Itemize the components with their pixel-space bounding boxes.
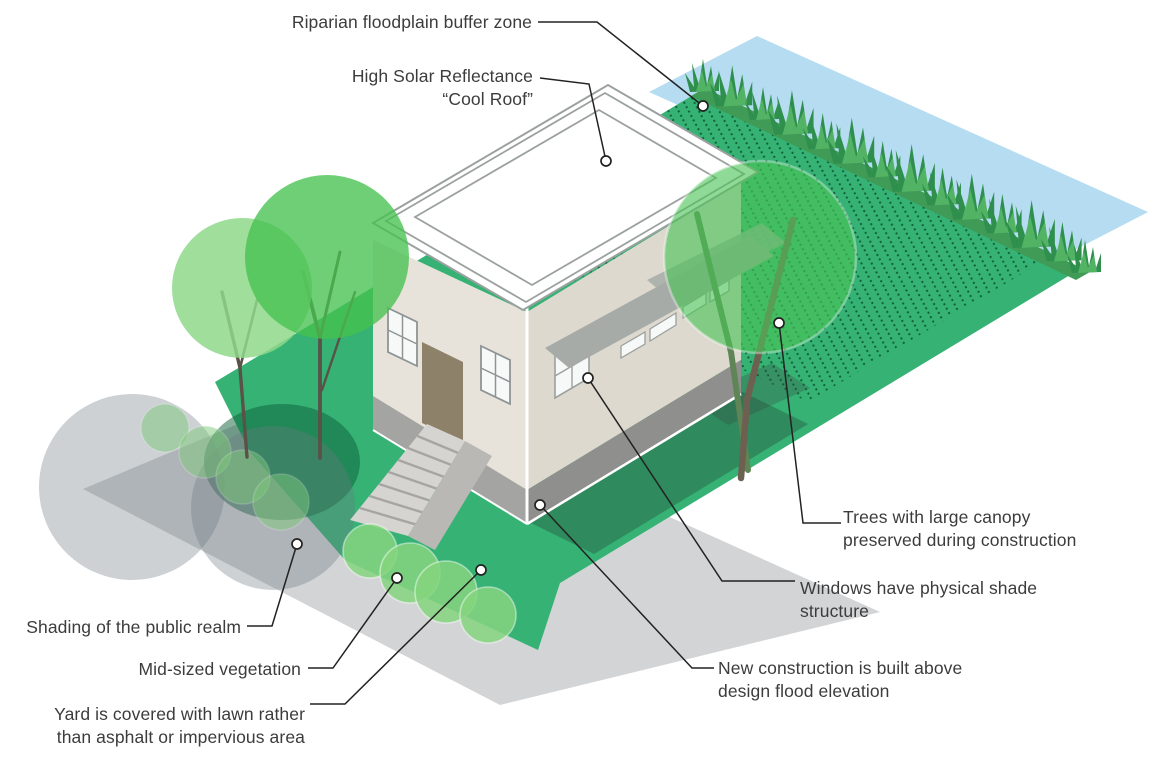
label-mid-vegetation: Mid-sized vegetation [100, 658, 301, 681]
tree-canopy-right [662, 159, 858, 355]
front-door [422, 342, 463, 443]
anchor-dot [582, 372, 594, 384]
leader-cool-roof [539, 77, 607, 162]
label-trees-preserved: Trees with large canopy preserved during… [843, 506, 1108, 552]
leader-mid-vegetation [308, 577, 398, 669]
left-bush-row [140, 403, 310, 531]
anchor-dots [291, 100, 785, 584]
label-trees-line1: Trees with large canopy [843, 507, 1031, 527]
label-window-shade: Windows have physical shade structure [800, 577, 1065, 623]
label-cool-roof-line1: High Solar Reflectance [351, 66, 533, 86]
label-yard-line1: Yard is covered with lawn rather [54, 704, 305, 724]
foundation-right [527, 360, 741, 524]
mid-vegetation-bushes [342, 523, 517, 644]
label-trees-line2: preserved during construction [843, 530, 1077, 550]
label-yard-line2: than asphalt or impervious area [56, 727, 305, 747]
leader-windows [587, 377, 795, 582]
left-street-trees [172, 175, 409, 460]
label-new-construction-line1: New construction is built above [718, 658, 963, 678]
anchor-dot [391, 572, 403, 584]
anchor-dot [475, 564, 487, 576]
preserved-canopy-tree [662, 159, 858, 482]
label-public-shading: Shading of the public realm [20, 616, 241, 639]
leader-new-construction [539, 504, 714, 669]
label-mid-vegetation-text: Mid-sized vegetation [138, 659, 301, 679]
entry-steps [350, 424, 492, 550]
base-trim-right [526, 392, 742, 526]
left-window-1 [387, 306, 418, 368]
leader-yard [310, 569, 482, 705]
label-new-construction: New construction is built above design f… [718, 657, 993, 703]
label-window-shade-line2: structure [800, 601, 869, 621]
label-yard-lawn: Yard is covered with lawn rather than as… [30, 703, 305, 749]
anchor-dot [600, 155, 612, 167]
label-new-construction-line2: design flood elevation [718, 681, 890, 701]
label-riparian-buffer: Riparian floodplain buffer zone [270, 11, 532, 34]
anchor-dot [697, 100, 709, 112]
anchor-dot [291, 538, 303, 550]
steps-side-ramp [408, 441, 492, 550]
river-water [649, 36, 1148, 268]
right-window-slit-2 [649, 311, 677, 343]
tree-canopy-bright [245, 175, 409, 339]
left-window-2 [480, 344, 511, 406]
label-cool-roof: High Solar Reflectance “Cool Roof” [330, 65, 533, 111]
leader-lines [247, 21, 841, 705]
leader-trees [778, 322, 841, 524]
label-window-shade-line1: Windows have physical shade [800, 578, 1038, 598]
leader-shading [247, 543, 298, 627]
house-shadow [529, 392, 808, 554]
label-public-shading-text: Shading of the public realm [26, 617, 241, 637]
right-window-slit-1 [620, 330, 646, 360]
label-cool-roof-line2: “Cool Roof” [442, 89, 533, 109]
anchor-dot [773, 317, 785, 329]
label-riparian-text: Riparian floodplain buffer zone [291, 12, 532, 32]
anchor-dot [534, 499, 546, 511]
leader-riparian [538, 21, 704, 107]
